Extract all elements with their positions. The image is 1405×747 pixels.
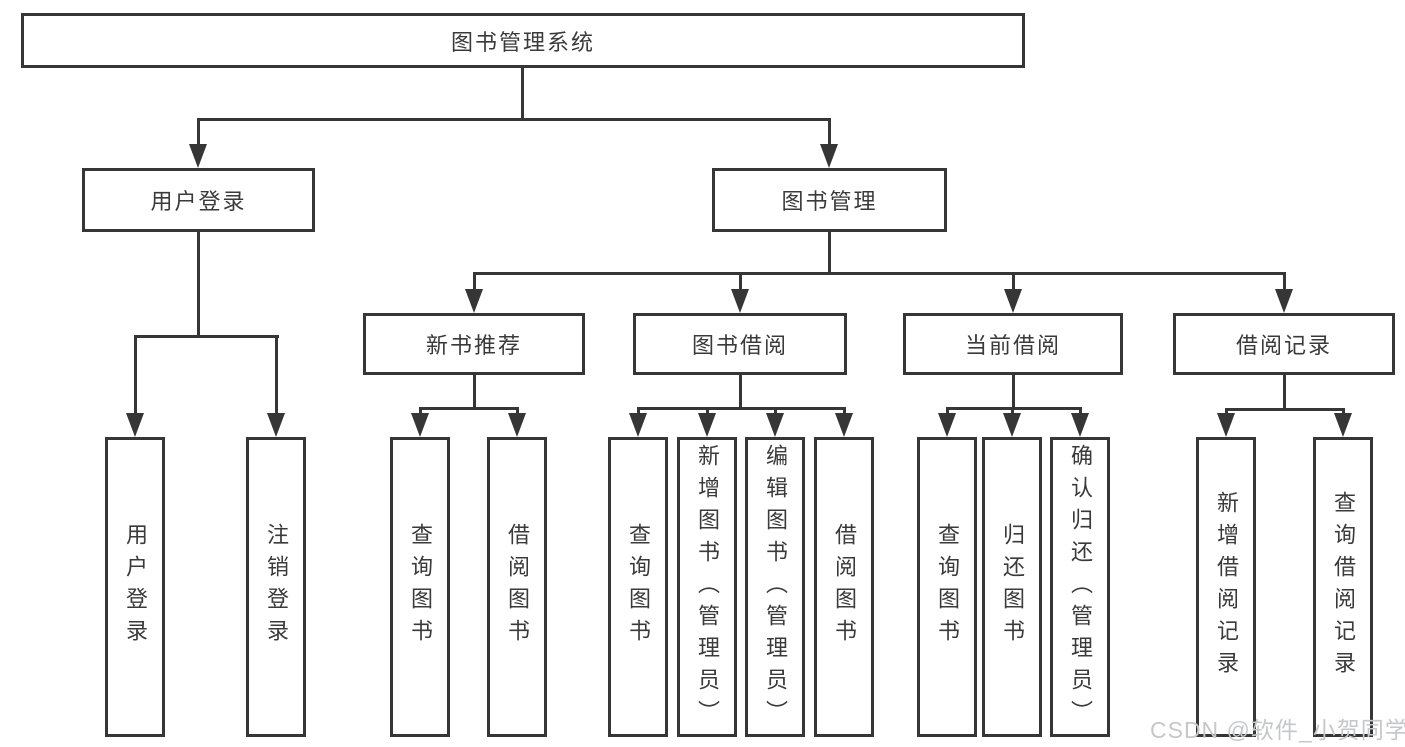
connector-line <box>419 407 519 410</box>
connector-line <box>134 335 137 415</box>
arrow-down-icon <box>731 289 749 313</box>
csdn-watermark: CSDN @软件_小贺同学 <box>1150 717 1405 743</box>
connector-line <box>197 118 831 121</box>
connector-line <box>473 272 476 291</box>
arrow-down-icon <box>189 144 207 168</box>
node-book-management: 图书管理 <box>712 168 947 232</box>
arrow-down-icon <box>267 413 285 437</box>
arrow-down-icon <box>629 413 647 437</box>
leaf-logout: 注销登录 <box>246 437 306 737</box>
arrow-down-icon <box>1217 413 1235 437</box>
connector-line <box>1283 272 1286 291</box>
arrow-down-icon <box>820 144 838 168</box>
connector-line <box>473 272 1286 275</box>
node-current-borrow: 当前借阅 <box>903 313 1123 375</box>
node-book-borrow: 图书借阅 <box>633 313 847 375</box>
connector-line <box>1283 374 1286 408</box>
arrow-down-icon <box>1275 289 1293 313</box>
arrow-down-icon <box>126 413 144 437</box>
connector-line <box>516 407 519 415</box>
leaf-query-book: 查询图书 <box>917 437 977 737</box>
arrow-down-icon <box>465 289 483 313</box>
leaf-add-borrow-record: 新增借阅记录 <box>1196 437 1256 737</box>
leaf-query-borrow-record: 查询借阅记录 <box>1313 437 1373 737</box>
arrow-down-icon <box>1334 413 1352 437</box>
leaf-borrow-book: 借阅图书 <box>814 437 874 737</box>
connector-line <box>1012 375 1015 407</box>
leaf-return-book: 归还图书 <box>982 437 1042 737</box>
arrow-down-icon <box>1003 413 1021 437</box>
connector-line <box>843 407 846 415</box>
arrow-down-icon <box>835 413 853 437</box>
connector-line <box>473 375 476 407</box>
node-root: 图书管理系统 <box>21 13 1025 68</box>
connector-line <box>828 118 831 146</box>
connector-line <box>774 407 777 415</box>
connector-line <box>1225 408 1345 411</box>
arrow-down-icon <box>766 413 784 437</box>
connector-line <box>706 407 709 415</box>
connector-line <box>637 407 640 415</box>
connector-line <box>637 407 846 410</box>
leaf-add-book-admin: 新增图书（管理员） <box>677 437 737 737</box>
connector-line <box>739 272 742 291</box>
leaf-borrow-book: 借阅图书 <box>487 437 547 737</box>
arrow-down-icon <box>938 413 956 437</box>
connector-line <box>197 232 200 335</box>
connector-line <box>1342 408 1345 415</box>
arrow-down-icon <box>1004 289 1022 313</box>
leaf-user-login: 用户登录 <box>105 437 165 737</box>
arrow-down-icon <box>1071 413 1089 437</box>
leaf-edit-book-admin: 编辑图书（管理员） <box>745 437 805 737</box>
leaf-confirm-return-admin: 确认归还（管理员） <box>1050 437 1110 737</box>
connector-line <box>134 335 279 338</box>
connector-line <box>521 68 524 118</box>
connector-line <box>1225 408 1228 415</box>
connector-line <box>946 407 1082 410</box>
connector-line <box>828 232 831 272</box>
arrow-down-icon <box>508 413 526 437</box>
connector-line <box>739 375 742 407</box>
connector-line <box>1011 407 1014 415</box>
connector-line <box>1012 272 1015 291</box>
connector-line <box>275 335 278 415</box>
connector-line <box>197 118 200 146</box>
leaf-query-book: 查询图书 <box>390 437 450 737</box>
node-user-login: 用户登录 <box>82 168 315 232</box>
leaf-query-book: 查询图书 <box>608 437 668 737</box>
arrow-down-icon <box>698 413 716 437</box>
connector-line <box>946 407 949 415</box>
connector-line <box>419 407 422 415</box>
arrow-down-icon <box>411 413 429 437</box>
connector-line <box>1079 407 1082 415</box>
node-new-book-recommend: 新书推荐 <box>363 313 585 375</box>
node-borrow-record: 借阅记录 <box>1173 313 1395 375</box>
